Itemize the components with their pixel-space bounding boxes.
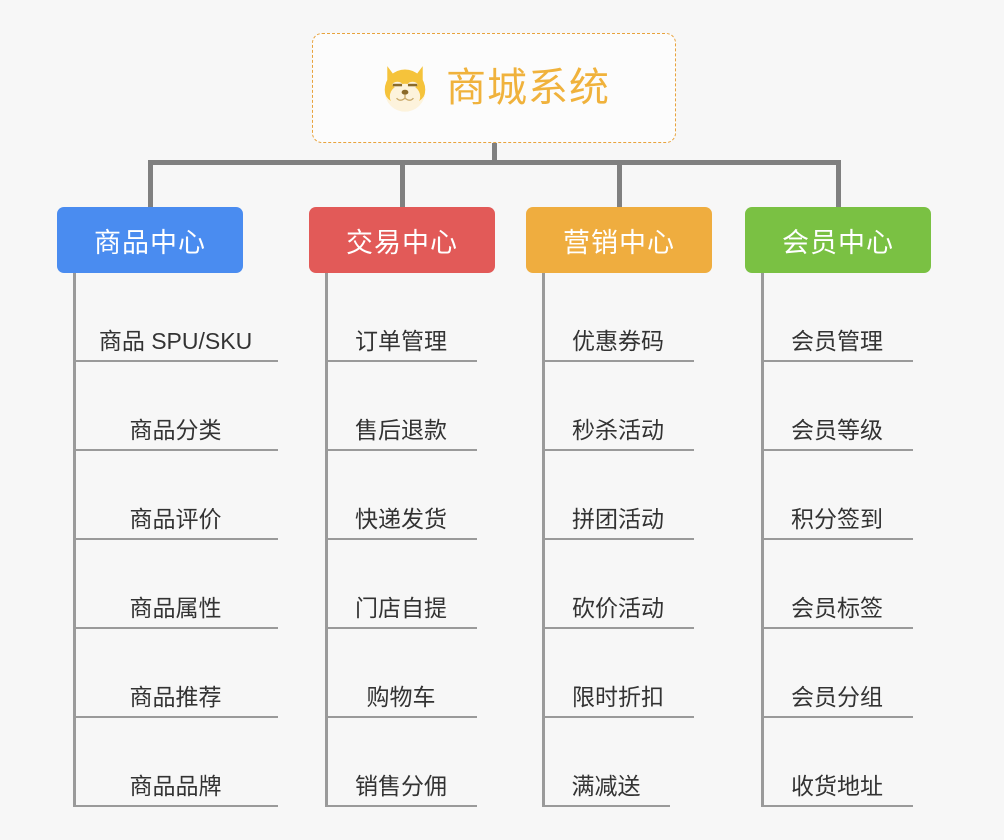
leaf-label: 商品品牌 [129, 773, 222, 799]
shiba-dog-icon [384, 66, 426, 112]
leaf-item-4[interactable]: 会员标签 [761, 540, 913, 629]
leaf-item-4[interactable]: 商品属性 [73, 540, 278, 629]
leaf-label: 优惠券码 [572, 328, 664, 354]
connector-horizontal-bus [150, 160, 841, 165]
leaf-label: 拼团活动 [572, 506, 664, 532]
category-label: 会员中心 [782, 227, 894, 258]
leaf-item-6[interactable]: 收货地址 [761, 718, 913, 807]
leaf-item-2[interactable]: 秒杀活动 [542, 362, 694, 451]
leaf-item-4[interactable]: 门店自提 [325, 540, 477, 629]
leaf-item-2[interactable]: 会员等级 [761, 362, 913, 451]
leaf-label: 收货地址 [791, 773, 883, 799]
category-box-会员中心[interactable]: 会员中心 [745, 207, 931, 273]
leaf-spine [325, 273, 328, 807]
category-label: 交易中心 [346, 227, 458, 258]
leaf-spine [761, 273, 764, 807]
leaf-label: 会员分组 [791, 684, 883, 710]
leaf-label: 门店自提 [355, 595, 447, 621]
leaf-item-6[interactable]: 商品品牌 [73, 718, 278, 807]
leaf-item-1[interactable]: 商品 SPU/SKU [73, 273, 278, 362]
leaf-label: 会员等级 [791, 417, 883, 443]
leaf-spine [542, 273, 545, 807]
leaf-label: 会员管理 [791, 328, 883, 354]
leaf-item-4[interactable]: 砍价活动 [542, 540, 694, 629]
category-box-交易中心[interactable]: 交易中心 [309, 207, 495, 273]
leaf-item-3[interactable]: 积分签到 [761, 451, 913, 540]
category-label: 商品中心 [94, 227, 206, 258]
root-node-商城系统[interactable]: 商城系统 [312, 33, 676, 143]
leaf-item-6[interactable]: 满减送 [542, 718, 670, 807]
leaf-item-3[interactable]: 商品评价 [73, 451, 278, 540]
leaf-label: 商品分类 [129, 417, 222, 443]
leaf-label: 秒杀活动 [572, 417, 664, 443]
leaf-item-1[interactable]: 优惠券码 [542, 273, 694, 362]
leaf-label: 商品 SPU/SKU [98, 328, 253, 354]
leaf-label: 砍价活动 [572, 595, 664, 621]
category-box-商品中心[interactable]: 商品中心 [57, 207, 243, 273]
leaf-item-1[interactable]: 订单管理 [325, 273, 477, 362]
leaf-item-5[interactable]: 购物车 [325, 629, 477, 718]
connector-drop-2 [400, 160, 405, 208]
leaf-label: 订单管理 [355, 328, 447, 354]
leaf-label: 商品评价 [129, 506, 222, 532]
category-label: 营销中心 [563, 227, 675, 258]
leaf-label: 满减送 [571, 773, 641, 799]
leaf-item-3[interactable]: 快递发货 [325, 451, 477, 540]
leaf-label: 积分签到 [791, 506, 883, 532]
leaf-label: 商品属性 [129, 595, 222, 621]
root-title: 商城系统 [446, 66, 610, 110]
leaf-label: 限时折扣 [572, 684, 664, 710]
leaf-item-5[interactable]: 会员分组 [761, 629, 913, 718]
leaf-item-2[interactable]: 售后退款 [325, 362, 477, 451]
connector-drop-1 [148, 160, 153, 208]
leaf-item-3[interactable]: 拼团活动 [542, 451, 694, 540]
leaf-item-1[interactable]: 会员管理 [761, 273, 913, 362]
leaf-spine [73, 273, 76, 807]
leaf-item-5[interactable]: 商品推荐 [73, 629, 278, 718]
leaf-label: 销售分佣 [355, 773, 447, 799]
leaf-label: 售后退款 [355, 417, 447, 443]
category-box-营销中心[interactable]: 营销中心 [526, 207, 712, 273]
leaf-label: 商品推荐 [129, 684, 222, 710]
leaf-item-6[interactable]: 销售分佣 [325, 718, 477, 807]
leaf-item-2[interactable]: 商品分类 [73, 362, 278, 451]
connector-root-stem [492, 143, 497, 165]
leaf-label: 购物车 [366, 684, 436, 710]
connector-drop-4 [836, 160, 841, 208]
leaf-label: 快递发货 [355, 506, 447, 532]
connector-drop-3 [617, 160, 622, 208]
leaf-label: 会员标签 [791, 595, 883, 621]
leaf-item-5[interactable]: 限时折扣 [542, 629, 694, 718]
